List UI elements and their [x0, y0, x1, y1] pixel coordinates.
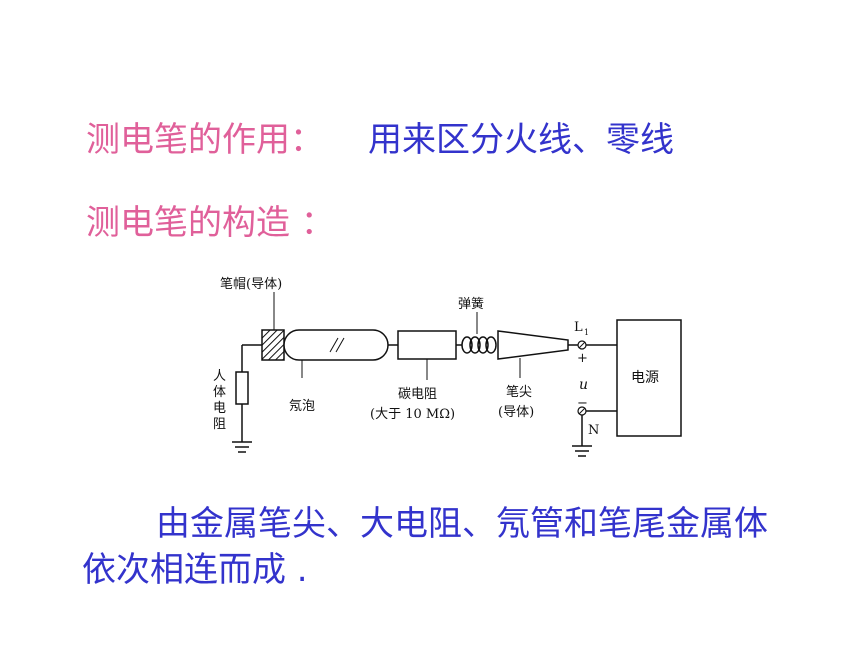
body-res-char-2: 体 — [213, 385, 226, 400]
test-pencil-diagram: 笔帽(导体) 氖泡 碳电阻 (大于 10 MΩ) 弹簧 笔尖 (导体) L 1 … — [213, 276, 682, 457]
pen-cap — [261, 329, 285, 361]
bulb-electrode-2 — [335, 337, 345, 353]
structure-label: 测电笔的构造 ： — [86, 203, 335, 243]
body-res-char-3: 电 — [213, 401, 226, 416]
l1-label: L — [574, 320, 583, 335]
l1-terminal-slash — [578, 341, 586, 349]
carbon-resistor-value: (大于 10 MΩ) — [370, 407, 455, 422]
voltage-u: u — [579, 377, 588, 393]
body-ground-icon — [232, 441, 252, 453]
plus-sign: + — [577, 351, 588, 366]
pen-tip — [497, 330, 569, 360]
tip-label: 笔尖 — [506, 384, 532, 400]
neon-bulb — [283, 329, 389, 361]
function-label: 测电笔的作用： — [86, 120, 324, 160]
carbon-resistor-label: 碳电阻 — [398, 387, 437, 402]
n-label: N — [588, 423, 599, 438]
body-res-char-1: 人 — [213, 369, 226, 384]
function-value: 用来区分火线、零线 — [368, 120, 674, 160]
spring — [461, 336, 497, 354]
body-res-char-4: 阻 — [213, 417, 226, 432]
n-terminal-slash — [578, 407, 586, 415]
description-line-2: 依次相连而成 . — [82, 550, 308, 590]
n-ground-icon — [572, 445, 592, 457]
spring-label: 弹簧 — [458, 296, 484, 312]
bulb-electrode-1 — [329, 337, 339, 353]
l1-subscript: 1 — [584, 328, 589, 337]
power-source-box — [616, 319, 682, 437]
power-source-label: 电源 — [631, 370, 659, 386]
cap-label: 笔帽(导体) — [220, 276, 282, 292]
function-line: 测电笔的作用： 用来区分火线、零线 — [86, 112, 674, 161]
minus-sign: − — [577, 396, 588, 411]
neon-bulb-label: 氖泡 — [289, 399, 315, 414]
carbon-resistor — [397, 330, 457, 360]
description-line-1: 由金属笔尖、大电阻、氖管和笔尾金属体 — [156, 504, 768, 544]
tip-note: (导体) — [498, 405, 534, 420]
body-resistor — [235, 371, 249, 405]
